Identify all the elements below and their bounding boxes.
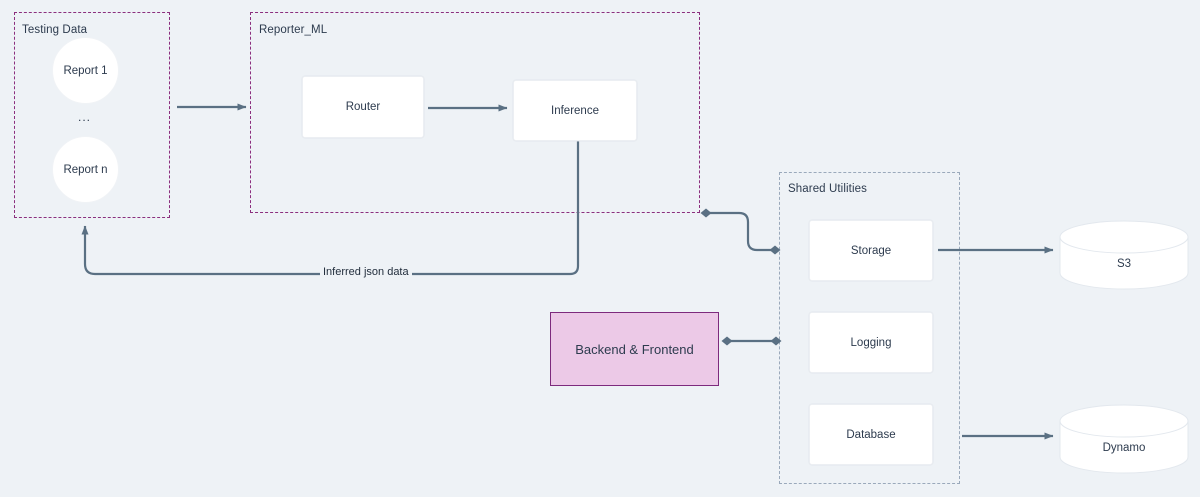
node-label-backend-frontend: Backend & Frontend	[575, 341, 694, 357]
node-report-ellipsis: ...	[78, 110, 92, 124]
node-label-logging: Logging	[850, 336, 892, 349]
edge-label-inferred-json: Inferred json data	[320, 266, 412, 278]
node-label-report-n: Report n	[63, 163, 108, 176]
node-backend-frontend[interactable]: Backend & Frontend	[550, 312, 719, 386]
node-storage[interactable]: Storage	[809, 220, 933, 281]
group-label-shared-utilities: Shared Utilities	[788, 183, 867, 195]
connector-inference-to-testing	[81, 141, 580, 276]
node-dynamo[interactable]: Dynamo	[1059, 404, 1189, 474]
connector-reporter-to-shared	[700, 208, 781, 255]
node-label-storage: Storage	[850, 244, 892, 257]
database-cylinder-icon	[1059, 404, 1189, 474]
node-inference[interactable]: Inference	[513, 80, 637, 141]
group-label-testing-data: Testing Data	[22, 24, 88, 36]
node-label-database: Database	[846, 428, 896, 441]
node-label-inference: Inference	[551, 104, 599, 117]
group-testing-data[interactable]	[14, 12, 170, 218]
node-label-router: Router	[345, 101, 381, 113]
node-s3[interactable]: S3	[1059, 220, 1189, 290]
group-label-reporter-ml: Reporter_ML	[259, 24, 328, 36]
node-database[interactable]: Database	[809, 404, 933, 465]
node-label-dynamo: Dynamo	[1102, 442, 1146, 454]
node-label-s3: S3	[1116, 258, 1132, 270]
node-report-n[interactable]: Report n	[52, 136, 119, 203]
node-logging[interactable]: Logging	[809, 312, 933, 373]
group-shared-utilities[interactable]	[779, 172, 960, 484]
database-cylinder-icon	[1059, 220, 1189, 290]
node-label-report-1: Report 1	[63, 64, 108, 77]
node-router[interactable]: Router	[302, 76, 424, 138]
node-report-1[interactable]: Report 1	[52, 37, 119, 104]
group-reporter-ml[interactable]	[250, 12, 700, 213]
